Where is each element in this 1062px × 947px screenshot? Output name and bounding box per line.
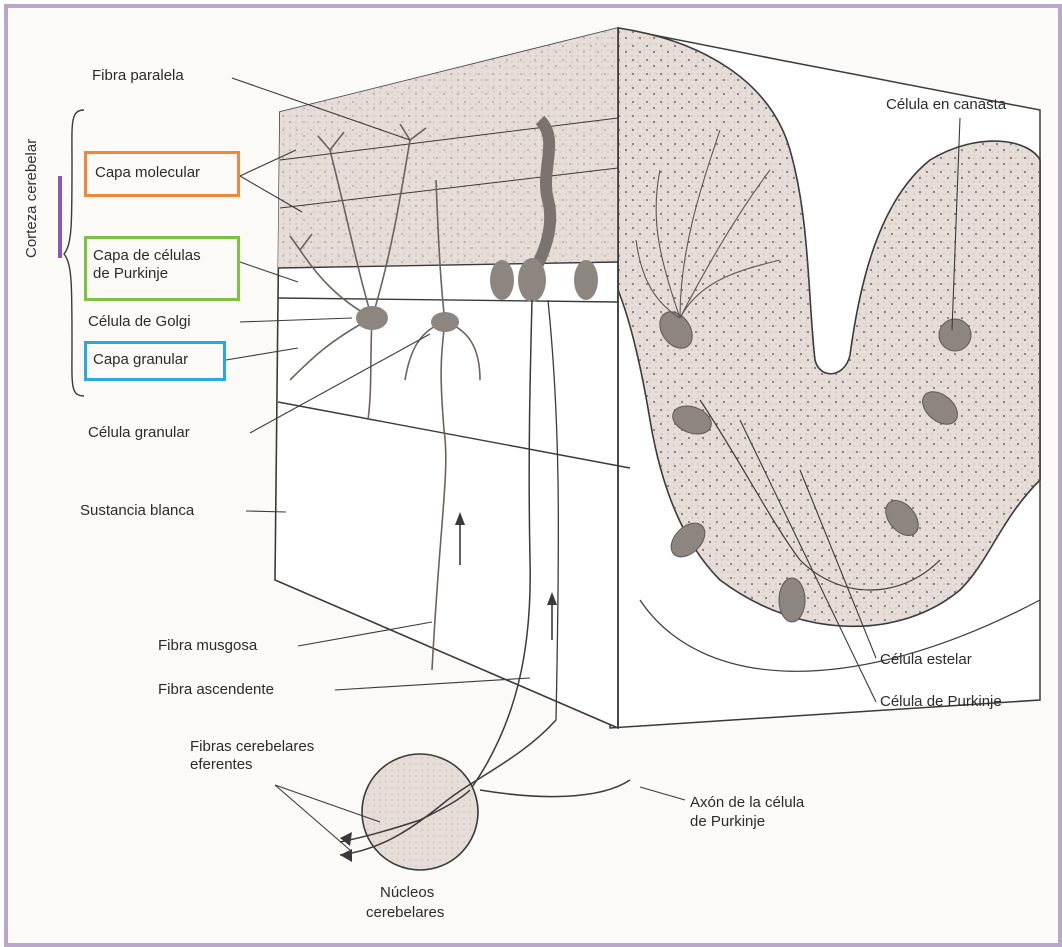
fibras-eferentes-label-line1: Fibras cerebelares — [190, 738, 314, 756]
capa-molecular-label: Capa molecular — [95, 164, 237, 182]
fibras-eferentes-label-line2: eferentes — [190, 756, 253, 774]
capa-purkinje-label-line2: de Purkinje — [93, 265, 237, 283]
celula-canasta-label: Célula en canasta — [886, 96, 1006, 114]
nucleos-label-line2: cerebelares — [366, 904, 444, 922]
axon-label-line2: de Purkinje — [690, 813, 765, 831]
celula-golgi-label: Célula de Golgi — [88, 313, 191, 331]
celula-granular-label: Célula granular — [88, 424, 190, 442]
capa-granular-box: Capa granular — [84, 341, 226, 381]
nucleos-label-line1: Núcleos — [380, 884, 434, 902]
axon-label-line1: Axón de la célula — [690, 794, 804, 812]
celula-purkinje-label: Célula de Purkinje — [880, 693, 1002, 711]
tissue-block-front — [275, 28, 630, 728]
sustancia-blanca-label: Sustancia blanca — [80, 502, 194, 520]
fibra-paralela-label: Fibra paralela — [92, 67, 184, 85]
capa-molecular-box: Capa molecular — [84, 151, 240, 197]
capa-purkinje-box: Capa de células de Purkinje — [84, 236, 240, 301]
fibra-musgosa-label: Fibra musgosa — [158, 637, 257, 655]
corteza-cerebelar-label: Corteza cerebelar — [23, 139, 40, 258]
capa-granular-label: Capa granular — [93, 351, 223, 369]
fibra-ascendente-label: Fibra ascendente — [158, 681, 274, 699]
cerebellar-nuclei — [340, 720, 630, 870]
folium-side-face — [610, 28, 1040, 728]
capa-purkinje-label-line1: Capa de células — [93, 247, 237, 265]
celula-estelar-label: Célula estelar — [880, 651, 972, 669]
